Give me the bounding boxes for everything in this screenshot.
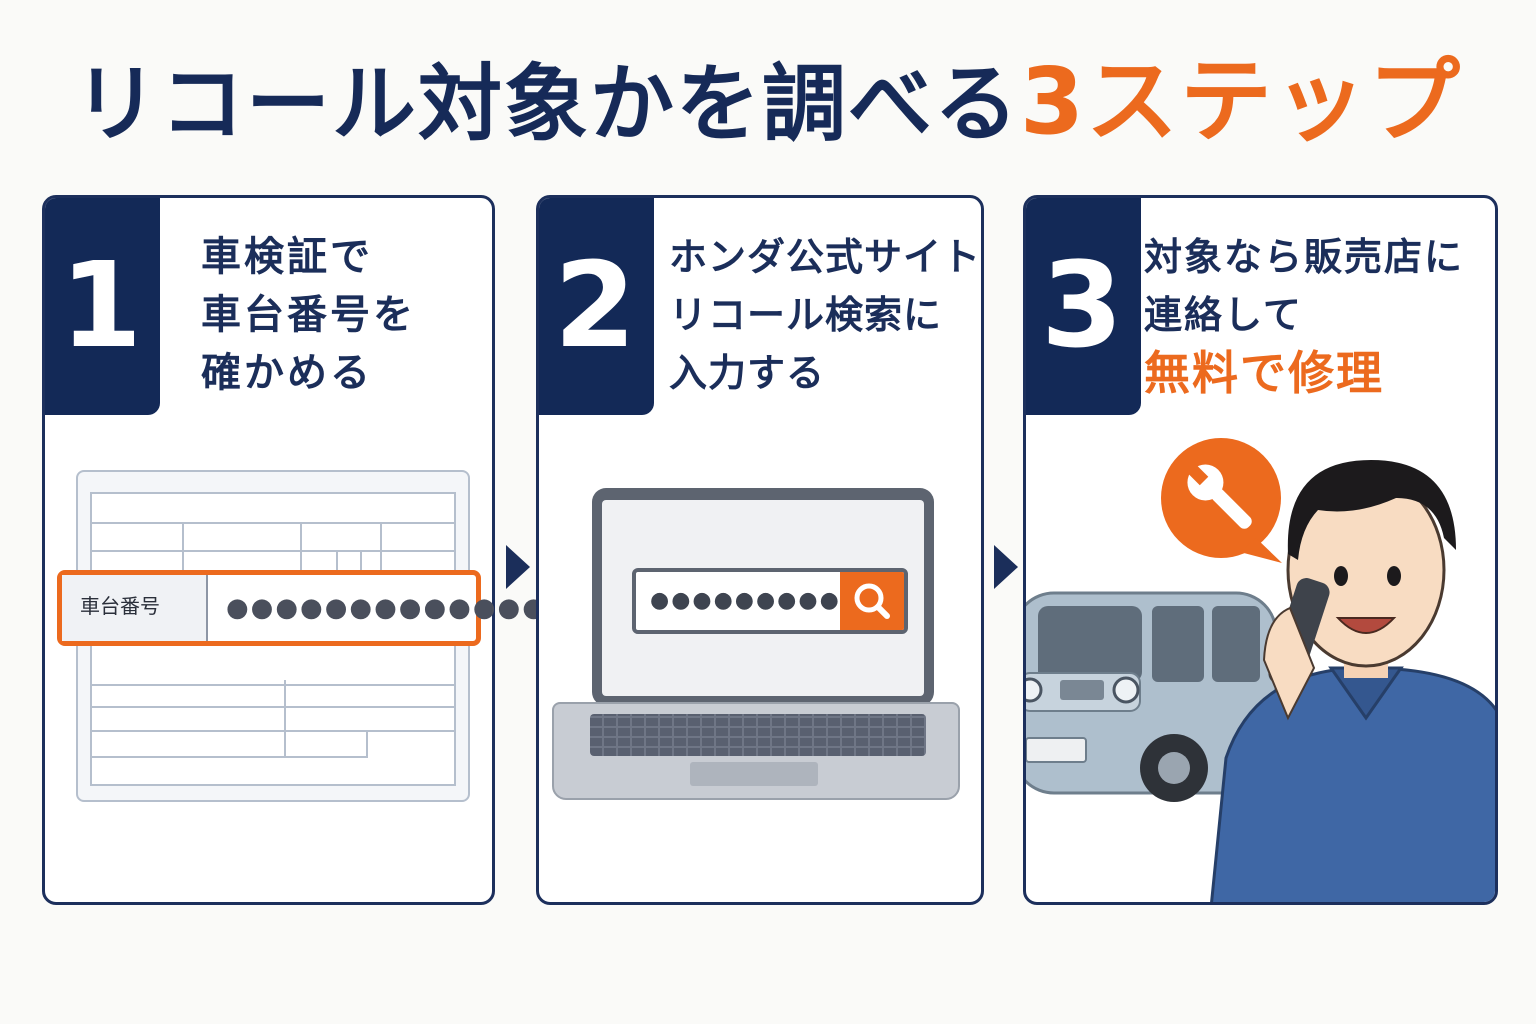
search-button[interactable] — [840, 572, 904, 630]
step-text-1: 車検証で 車台番号を 確かめる — [201, 228, 416, 402]
step-3-line-1: 対象なら販売店に — [1144, 235, 1465, 279]
laptop-trackpad — [690, 762, 818, 786]
arrow-right-icon — [994, 545, 1018, 589]
step-text-3: 対象なら販売店に 連絡して 無料で修理 — [1144, 228, 1464, 402]
laptop-base — [552, 702, 960, 800]
wrench-icon — [1185, 462, 1252, 529]
chassis-number-value: ●●●●●●●●●●●●●● — [226, 593, 572, 623]
title-accent: 3ステップ — [1020, 48, 1463, 155]
step-3-line-2: 連絡して — [1144, 293, 1303, 337]
step-number-1: 1 — [45, 198, 160, 415]
grid-line — [300, 522, 302, 576]
step-text-2: ホンダ公式サイトの リコール検索に 入力する — [669, 228, 982, 402]
laptop-keyboard — [590, 714, 926, 756]
search-icon — [854, 583, 890, 619]
grid-line — [92, 522, 454, 524]
step-1-line-2: 車台番号を — [201, 292, 416, 338]
free-repair-highlight: 無料で修理 — [1144, 346, 1384, 400]
grid-line — [366, 730, 368, 758]
dealer-call-illustration — [1026, 438, 1495, 902]
recall-search-input[interactable]: ●●●●●●●●●● — [650, 588, 862, 613]
car-illustration — [1026, 591, 1278, 802]
grid-line — [182, 522, 184, 576]
grid-line — [92, 706, 454, 708]
step-number-3: 3 — [1026, 198, 1141, 415]
grid-line — [360, 550, 362, 576]
grid-line — [284, 680, 286, 758]
title-main: リコール対象かを調べる — [73, 55, 1020, 153]
chassis-number-field: 車台番号 ●●●●●●●●●●●●●● — [57, 570, 570, 646]
grid-line — [380, 522, 382, 576]
step-2-line-1: ホンダ公式サイトの — [669, 235, 982, 279]
arrow-right-icon — [506, 545, 530, 589]
wrench-bubble — [1161, 438, 1282, 563]
grid-line — [92, 550, 454, 552]
grid-line — [92, 730, 454, 732]
step-2-line-3: 入力する — [669, 351, 826, 395]
page-title: リコール対象かを調べる3ステップ — [0, 52, 1536, 154]
laptop-screen: ●●●●●●●●●● — [592, 488, 934, 706]
grid-line — [92, 756, 368, 758]
step-1-line-3: 確かめる — [201, 350, 373, 396]
grid-line — [92, 684, 454, 686]
step-2-line-2: リコール検索に — [669, 293, 943, 337]
step-1-line-1: 車検証で — [201, 234, 373, 280]
recall-search-box[interactable]: ●●●●●●●●●● — [632, 568, 908, 634]
chassis-number-label: 車台番号 — [62, 575, 208, 641]
person-illustration — [1210, 460, 1495, 902]
laptop-display: ●●●●●●●●●● — [602, 500, 924, 696]
grid-line — [336, 550, 338, 576]
step-number-2: 2 — [539, 198, 654, 415]
step-card-3: 3 対象なら販売店に 連絡して 無料で修理 — [1023, 195, 1498, 905]
